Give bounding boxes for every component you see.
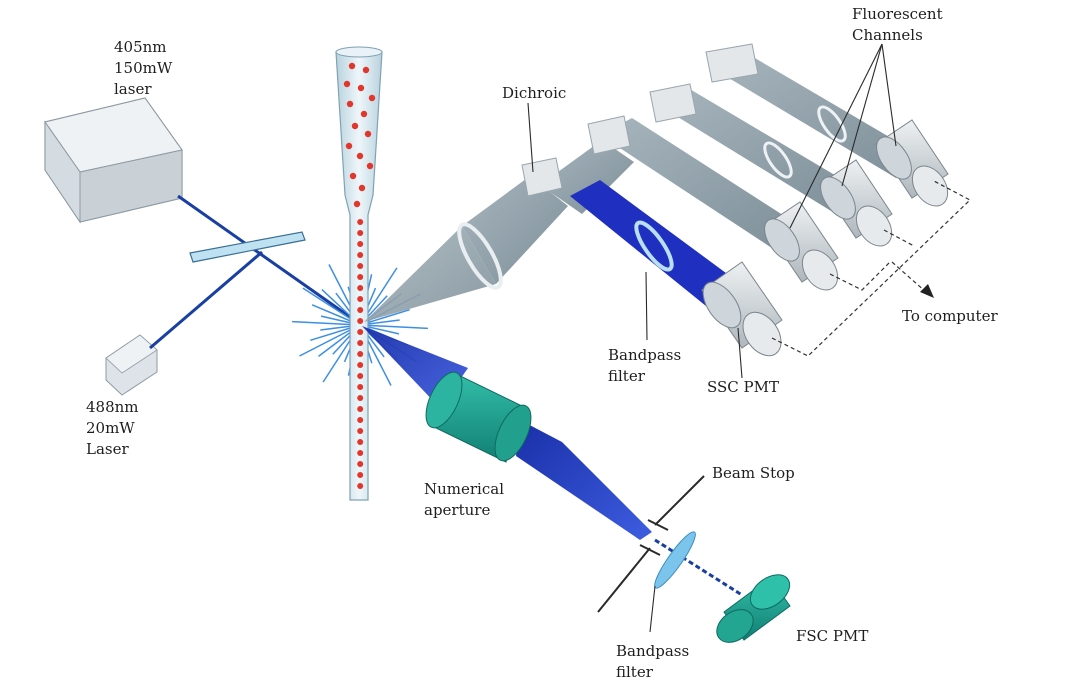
to-computer-arrow bbox=[891, 261, 934, 298]
laser-405-label-line1: 405nm bbox=[114, 38, 167, 56]
fluorescent-pmt-1 bbox=[763, 201, 839, 291]
cell bbox=[357, 461, 364, 467]
laser-405-label-line3: laser bbox=[114, 80, 152, 98]
side-scatter-collection bbox=[364, 176, 568, 322]
cell bbox=[357, 472, 364, 478]
cell bbox=[362, 66, 370, 74]
cell bbox=[358, 184, 366, 192]
cell bbox=[357, 230, 364, 236]
fluorescent-channels-label-line1: Fluorescent bbox=[852, 5, 943, 23]
fsc-pmt bbox=[716, 574, 791, 643]
cell bbox=[353, 200, 361, 208]
scatter-ray bbox=[292, 320, 361, 326]
numerical-aperture-lens bbox=[425, 371, 532, 463]
cell bbox=[357, 296, 364, 302]
cell bbox=[360, 110, 368, 118]
cell bbox=[357, 384, 364, 390]
bandpass-filter-forward-label-line1: Bandpass bbox=[616, 642, 689, 660]
laser-488-label-line3: Laser bbox=[86, 440, 129, 458]
cell bbox=[357, 219, 364, 225]
bandpass-filter-side-label-line1: Bandpass bbox=[608, 346, 681, 364]
ssc-pmt-label: SSC PMT bbox=[707, 378, 779, 396]
fluorescent-pmt-2 bbox=[819, 159, 893, 247]
cell bbox=[357, 450, 364, 456]
cell bbox=[357, 329, 364, 335]
labels: 405nm 150mW laser 488nm 20mW Laser Dichr… bbox=[86, 5, 998, 681]
flow-cell bbox=[335, 46, 383, 501]
laser-488nm-housing bbox=[105, 334, 158, 396]
laser-405nm-housing bbox=[44, 97, 183, 224]
cell bbox=[357, 318, 364, 324]
cell bbox=[357, 362, 364, 368]
cell-stream bbox=[343, 62, 376, 489]
cell bbox=[357, 274, 364, 280]
cell bbox=[357, 373, 364, 379]
beam-stop bbox=[597, 475, 705, 613]
cell bbox=[357, 395, 364, 401]
cell bbox=[357, 439, 364, 445]
cell bbox=[357, 285, 364, 291]
ssc-light-path bbox=[570, 180, 730, 306]
cell bbox=[357, 417, 364, 423]
laser-488-label-line2: 20mW bbox=[86, 419, 135, 437]
cell bbox=[357, 241, 364, 247]
cell bbox=[357, 263, 364, 269]
fluorescent-pmt-3 bbox=[875, 119, 949, 207]
numerical-aperture-label-line1: Numerical bbox=[424, 480, 504, 498]
laser-405-label-line2: 150mW bbox=[114, 59, 173, 77]
to-computer-label: To computer bbox=[902, 307, 998, 325]
bandpass-filter-forward-label-line2: filter bbox=[616, 663, 654, 681]
cell bbox=[345, 142, 353, 150]
cell bbox=[351, 122, 359, 130]
cell bbox=[356, 152, 364, 160]
dichroic-label: Dichroic bbox=[502, 84, 566, 102]
cell bbox=[357, 483, 364, 489]
beam-combiner-mirror bbox=[189, 231, 306, 263]
fsc-pmt-label: FSC PMT bbox=[796, 627, 868, 645]
cell bbox=[368, 94, 376, 102]
cell bbox=[357, 252, 364, 258]
beam-stop-label: Beam Stop bbox=[712, 464, 795, 482]
cell bbox=[357, 307, 364, 313]
cell bbox=[357, 84, 365, 92]
scatter-ray bbox=[359, 324, 428, 330]
fluorescent-channels-label-line2: Channels bbox=[852, 26, 923, 44]
numerical-aperture-label-line2: aperture bbox=[424, 501, 490, 519]
cell bbox=[346, 100, 354, 108]
fluorescent-channel-paths bbox=[540, 54, 920, 252]
cell bbox=[366, 162, 374, 170]
ssc-pmt bbox=[701, 261, 783, 357]
laser-488-label-line1: 488nm bbox=[86, 398, 139, 416]
cell bbox=[364, 130, 372, 138]
cell bbox=[348, 62, 356, 70]
dichroic-mirrors bbox=[521, 43, 759, 197]
cell bbox=[357, 351, 364, 357]
cell bbox=[357, 340, 364, 346]
cell bbox=[349, 172, 357, 180]
laser-beams bbox=[149, 194, 361, 350]
cell bbox=[357, 406, 364, 412]
leader-lines bbox=[527, 43, 897, 633]
cell bbox=[343, 80, 351, 88]
forward-bandpass-filter bbox=[654, 531, 696, 589]
bandpass-filter-side-label-line2: filter bbox=[608, 367, 646, 385]
signal-wires bbox=[771, 179, 972, 357]
channel-filter-rings bbox=[763, 105, 847, 179]
cell bbox=[357, 428, 364, 434]
